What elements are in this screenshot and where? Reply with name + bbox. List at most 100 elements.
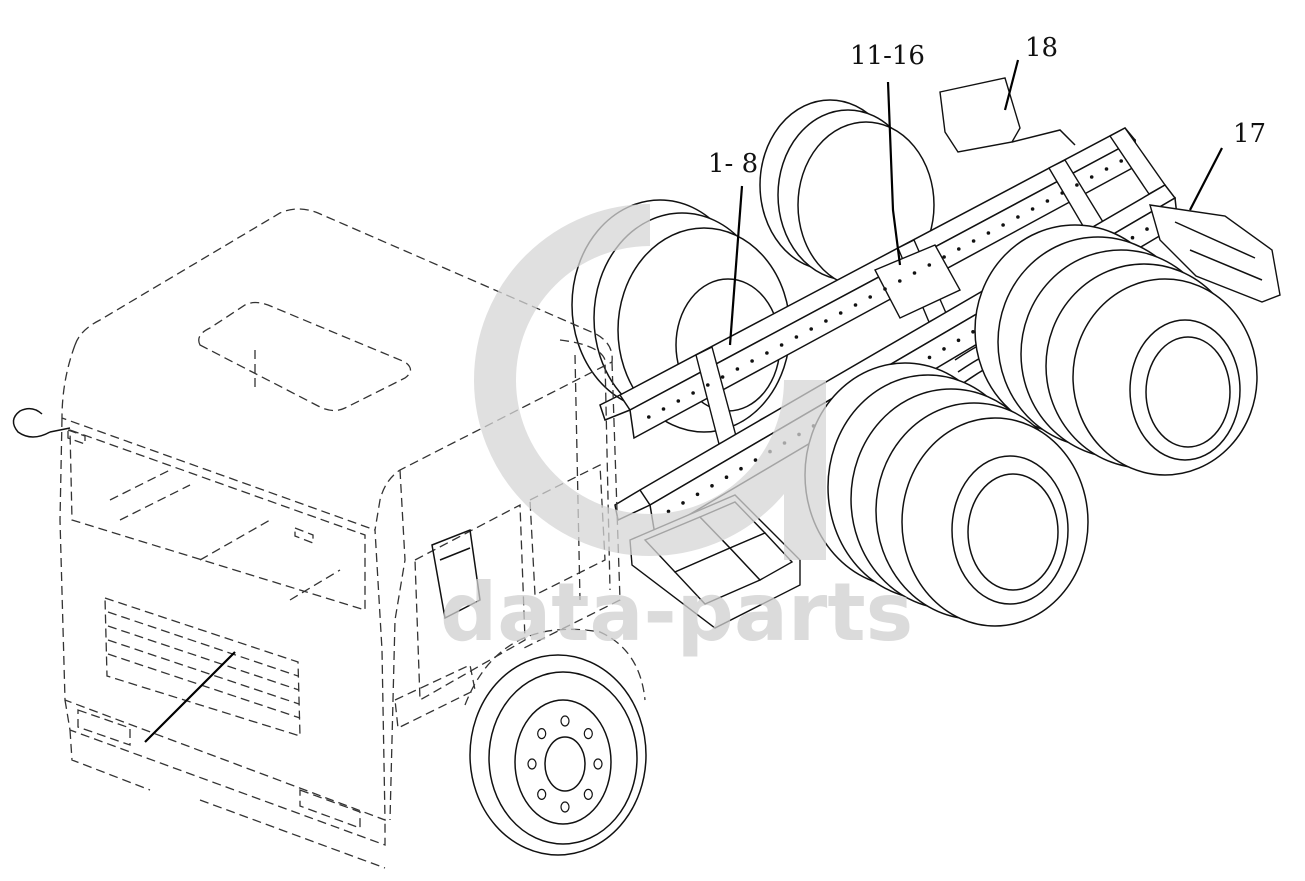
lug-nut — [537, 727, 547, 740]
lug-nut — [537, 788, 547, 801]
right-mid-tire-5 — [901, 417, 1089, 627]
front-wheel-arch — [464, 628, 646, 706]
rivet — [1145, 227, 1149, 231]
rear-left-mudguard-bracket — [1011, 129, 1076, 146]
right-middle-wheel-set — [804, 362, 1089, 627]
rivet — [647, 415, 651, 419]
rivet — [765, 351, 769, 355]
front-wheel-lug-nuts — [527, 715, 603, 813]
rivet — [681, 501, 685, 505]
rivet — [838, 311, 843, 315]
rivet — [1045, 199, 1050, 203]
lug-nut — [583, 727, 593, 740]
rivet — [912, 271, 917, 275]
front-hub — [544, 736, 586, 792]
cab-grille-slats — [107, 611, 301, 719]
cab-step — [394, 664, 476, 729]
rivet — [868, 295, 872, 299]
rivet — [779, 343, 784, 347]
rivet — [942, 255, 946, 259]
rivet — [1089, 175, 1094, 179]
cab-windshield — [69, 429, 366, 611]
rivet — [971, 239, 976, 243]
rivet — [676, 399, 681, 403]
rivet — [661, 407, 666, 411]
rivet — [883, 287, 887, 291]
callout-18[interactable]: 18 — [1025, 33, 1058, 63]
rivet — [927, 355, 932, 360]
rivet — [1130, 235, 1135, 240]
rivet — [1001, 223, 1005, 227]
right-rear-rim-inner — [1145, 336, 1231, 448]
lug-nut — [583, 788, 593, 801]
rivet — [971, 330, 975, 334]
rivet — [750, 359, 754, 363]
right-rear-tire-5 — [1072, 278, 1258, 476]
right-rear-rim — [1129, 319, 1241, 461]
axle-bracket-assembly — [874, 244, 961, 319]
cab-roof — [74, 208, 613, 531]
rivet — [720, 375, 725, 379]
cab-rear-wall — [559, 339, 611, 601]
rivet — [695, 492, 700, 497]
left-mirror — [12, 407, 71, 438]
rivet — [942, 347, 946, 351]
lug-nut — [527, 758, 537, 770]
callout-17[interactable]: 17 — [1233, 119, 1266, 149]
cab-outline — [12, 208, 621, 869]
rivet — [957, 247, 961, 251]
front-tire-sidewall — [488, 671, 638, 845]
watermark-text: data-parts — [440, 566, 913, 659]
rivet — [735, 367, 740, 371]
rivet — [691, 391, 695, 395]
callout-11-16[interactable]: 11-16 — [850, 41, 925, 71]
front-rim — [514, 699, 612, 825]
rivet — [1119, 159, 1123, 163]
rivet — [898, 279, 902, 283]
leader-grille — [144, 651, 236, 743]
cab-front-face — [59, 417, 386, 821]
rivet — [1030, 207, 1035, 211]
rear-right-mudguard — [1149, 204, 1281, 303]
rivet — [1075, 183, 1079, 187]
watermark-logo-icon — [474, 204, 826, 560]
rivet — [706, 383, 710, 387]
right-mid-rim — [951, 455, 1069, 605]
cab-roof-hatch — [198, 301, 412, 412]
leader-11-16 — [886, 81, 902, 266]
cab-side-tank — [431, 528, 481, 620]
right-rear-wheel-set — [974, 224, 1258, 476]
rivet — [1016, 215, 1020, 219]
lug-nut — [560, 715, 570, 727]
rivet — [794, 335, 799, 339]
rivet — [1060, 191, 1064, 195]
rivet — [986, 231, 991, 235]
cab-headlights — [77, 709, 361, 829]
rivet — [710, 484, 714, 488]
lug-nut — [560, 801, 570, 813]
callout-1-8[interactable]: 1- 8 — [708, 149, 758, 179]
rivet — [724, 475, 729, 480]
rivet — [666, 509, 671, 514]
rivet — [753, 458, 758, 462]
rear-right-mudguard-detail — [1174, 221, 1263, 281]
battery-4 — [728, 532, 794, 581]
watermark: data-parts — [440, 204, 913, 659]
rivet — [853, 303, 858, 307]
rivet — [927, 263, 932, 267]
rivet — [956, 338, 961, 343]
rivet — [824, 319, 828, 323]
cab-roof-front-edge — [61, 344, 376, 531]
rivet — [809, 327, 813, 331]
rivet — [739, 466, 743, 471]
cab-side-face — [389, 361, 621, 821]
cab-marker-lights — [67, 429, 314, 544]
rear-left-mudguard — [939, 77, 1021, 153]
right-mid-rim-inner — [967, 473, 1059, 591]
leader-1-8 — [728, 185, 744, 346]
leader-18 — [1003, 59, 1020, 111]
lug-nut — [593, 758, 603, 770]
cab-windshield-lines — [109, 469, 341, 601]
leader-17 — [1189, 147, 1223, 211]
